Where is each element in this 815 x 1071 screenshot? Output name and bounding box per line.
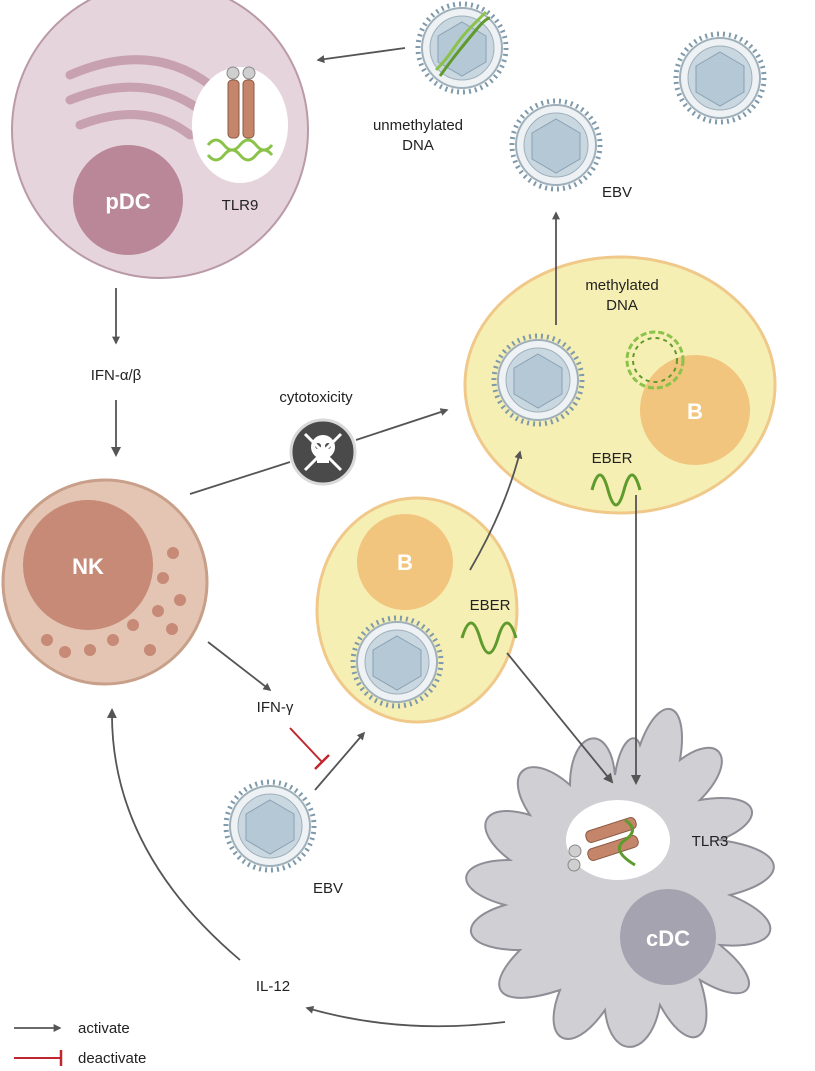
arrow-eber-lower-to-cdc	[506, 652, 614, 784]
virus-unmethylated	[415, 1, 509, 95]
b-label-upper: B	[687, 399, 703, 424]
cdc-cell: cDC	[465, 707, 775, 1048]
nk-granules	[41, 547, 186, 658]
inhibit-ifng-to-ebv	[289, 727, 330, 770]
b-nucleus-upper	[640, 355, 750, 465]
methylated-label-2: DNA	[606, 297, 638, 314]
b-nucleus-lower	[357, 514, 453, 610]
legend-activate-label: activate	[78, 1020, 130, 1037]
arrow-cdc-to-il12	[305, 1005, 506, 1028]
arrow-b-lower-to-b-upper	[469, 450, 523, 571]
tlr9-endosome	[192, 67, 288, 183]
virus-top-right	[673, 31, 767, 125]
virus-in-b-lower	[350, 615, 444, 709]
methylated-label-1: methylated	[585, 277, 658, 294]
cdc-label: cDC	[646, 926, 690, 951]
eber-lower-icon	[460, 621, 518, 655]
eber-lower-label: EBER	[470, 597, 511, 614]
cdc-nucleus	[620, 889, 716, 985]
unmethylated-label-1: unmethylated	[373, 117, 463, 134]
virus-ebv-top	[509, 98, 603, 192]
b-label-lower: B	[397, 550, 413, 575]
nk-cell: NK	[1, 478, 209, 686]
ifn-g-label: IFN-γ	[257, 699, 294, 716]
il12-label: IL-12	[256, 978, 290, 995]
b-cell-upper: B	[463, 255, 777, 515]
tlr9-receptor-icon	[206, 66, 274, 162]
tlr3-label: TLR3	[692, 833, 729, 850]
virus-in-b-upper	[491, 333, 585, 427]
pdc-label: pDC	[105, 189, 150, 214]
legend: activate deactivate	[14, 1020, 146, 1067]
cytotoxicity-label: cytotoxicity	[279, 389, 353, 406]
eber-upper-icon	[590, 473, 642, 507]
pdc-nucleus	[73, 145, 183, 255]
pdc-cell: pDC TLR9	[11, 0, 309, 279]
arrow-dna-to-pdc	[316, 47, 406, 64]
methylated-dna-icon	[625, 330, 685, 390]
skull-icon	[289, 418, 357, 486]
tlr9-label: TLR9	[222, 197, 259, 214]
er-arc-2	[65, 82, 205, 115]
arrow-skull-to-b	[355, 408, 449, 441]
ifn-ab-label: IFN-α/β	[91, 367, 142, 384]
b-cell-lower: B	[315, 496, 519, 724]
tlr3-receptor-icon	[567, 817, 639, 872]
nk-nucleus	[23, 500, 153, 630]
ebv-bottom-label: EBV	[313, 880, 343, 897]
eber-upper-label: EBER	[592, 450, 633, 467]
arrow-nk-to-skull	[189, 461, 291, 495]
er-arc-1	[65, 55, 215, 90]
virus-ebv-bottom	[223, 779, 317, 873]
arrow-il12-to-nk	[106, 708, 241, 961]
er-arc-3	[75, 110, 195, 140]
unmethylated-label-2: DNA	[402, 137, 434, 154]
arrow-nk-to-ifng	[207, 641, 272, 691]
arrow-ebv-to-b-lower	[314, 731, 366, 791]
ebv-top-label: EBV	[602, 184, 632, 201]
legend-deactivate-label: deactivate	[78, 1050, 146, 1067]
nk-label: NK	[72, 554, 104, 579]
